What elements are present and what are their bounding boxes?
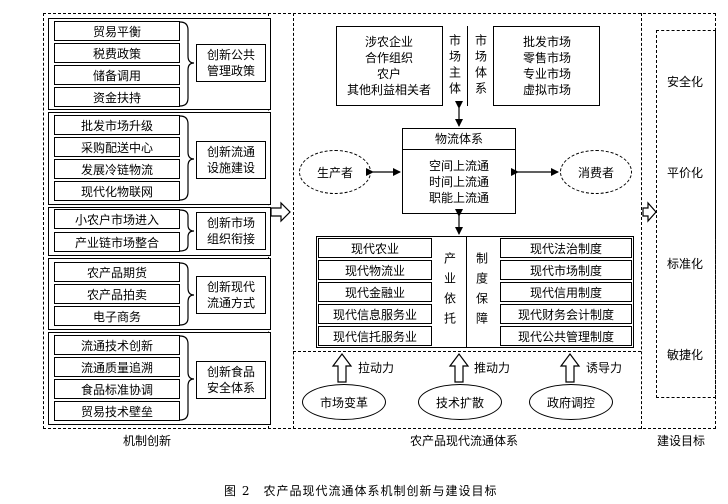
logistics-title: 物流体系 [402,128,516,150]
left-item: 发展冷链物流 [54,159,180,179]
left-item: 资金扶持 [54,87,180,107]
gov-control-node: 政府调控 [529,384,613,420]
brace [179,335,195,421]
left-item: 农产品期货 [54,262,180,282]
left-item: 食品标准协调 [54,379,180,399]
induce-arrow [559,353,581,383]
left-item: 现代化物联网 [54,181,180,201]
goal-label: 敏捷化 [667,348,704,362]
industry-row: 现代信托服务业 [318,326,432,346]
left-item: 产业链市场整合 [54,232,180,252]
left-item: 农产品拍卖 [54,284,180,304]
center-to-right-arrow [642,201,657,223]
right-footer: 建设目标 [657,434,706,448]
push-force-label: 推动力 [474,361,511,375]
brace [179,21,195,107]
goal-label: 安全化 [667,75,704,89]
center-footer: 农产品现代流通体系 [410,434,519,448]
goal-label: 平价化 [667,166,704,180]
institution-row: 现代信用制度 [500,282,632,302]
left-item: 电子商务 [54,306,180,326]
left-item: 批发市场升级 [54,115,180,135]
institution-row: 现代法治制度 [500,238,632,258]
divider-right [641,13,642,429]
left-group-label: 创新现代 流通方式 [196,276,266,314]
market-subject-label: 市场主体 [447,34,462,98]
left-item: 税费政策 [54,43,180,63]
left-item: 贸易平衡 [54,21,180,41]
industry-row: 现代金融业 [318,282,432,302]
left-group-label: 创新公共 管理政策 [196,44,266,82]
industry-row: 现代物流业 [318,260,432,280]
goals-box [656,30,716,398]
industry-row: 现代农业 [318,238,432,258]
institution-row: 现代市场制度 [500,260,632,280]
pull-arrow [331,353,353,383]
participants-text: 涉农企业 合作组织 农户 其他利益相关者 [346,35,431,97]
left-group-label: 创新市场 组织衔接 [196,212,266,250]
industry-support-label: 产业依托 [442,252,457,332]
market-subject-col [442,26,468,106]
logistics-content: 空间上流通 时间上流通 职能上流通 [428,159,489,205]
institution-support-label: 制度保障 [474,252,489,332]
left-item: 流通质量追溯 [54,357,180,377]
brace [179,209,195,252]
brace [179,115,195,201]
tech-diffusion-node: 技术扩散 [418,384,502,420]
left-item: 采购配送中心 [54,137,180,157]
support-split [466,236,467,348]
figure-caption: 图 2 农产品现代流通体系机制创新与建设目标 [224,484,498,498]
brace [179,262,195,326]
left-item: 贸易技术壁垒 [54,401,180,421]
goal-label: 标准化 [667,257,704,271]
industry-row: 现代信息服务业 [318,304,432,324]
induce-force-label: 诱导力 [586,361,623,375]
consumer-node: 消费者 [560,150,632,194]
market-system-col [468,26,494,106]
left-item: 小农户市场进入 [54,209,180,229]
left-group-label: 创新流通 设施建设 [196,141,266,179]
left-footer: 机制创新 [123,434,172,448]
pull-force-label: 拉动力 [358,361,395,375]
market-system-label: 市场体系 [473,34,488,98]
push-arrow [448,353,470,383]
divider-lower [293,351,641,352]
markets-text: 批发市场 零售市场 专业市场 虚拟市场 [522,35,571,97]
market-reform-node: 市场变革 [302,384,386,420]
left-to-center-arrow [270,201,291,223]
left-item: 储备调用 [54,65,180,85]
institution-row: 现代财务会计制度 [500,304,632,324]
institution-row: 现代公共管理制度 [500,326,632,346]
divider-mid [293,13,294,429]
left-group-label: 创新食品 安全体系 [196,361,266,399]
left-item: 流通技术创新 [54,335,180,355]
